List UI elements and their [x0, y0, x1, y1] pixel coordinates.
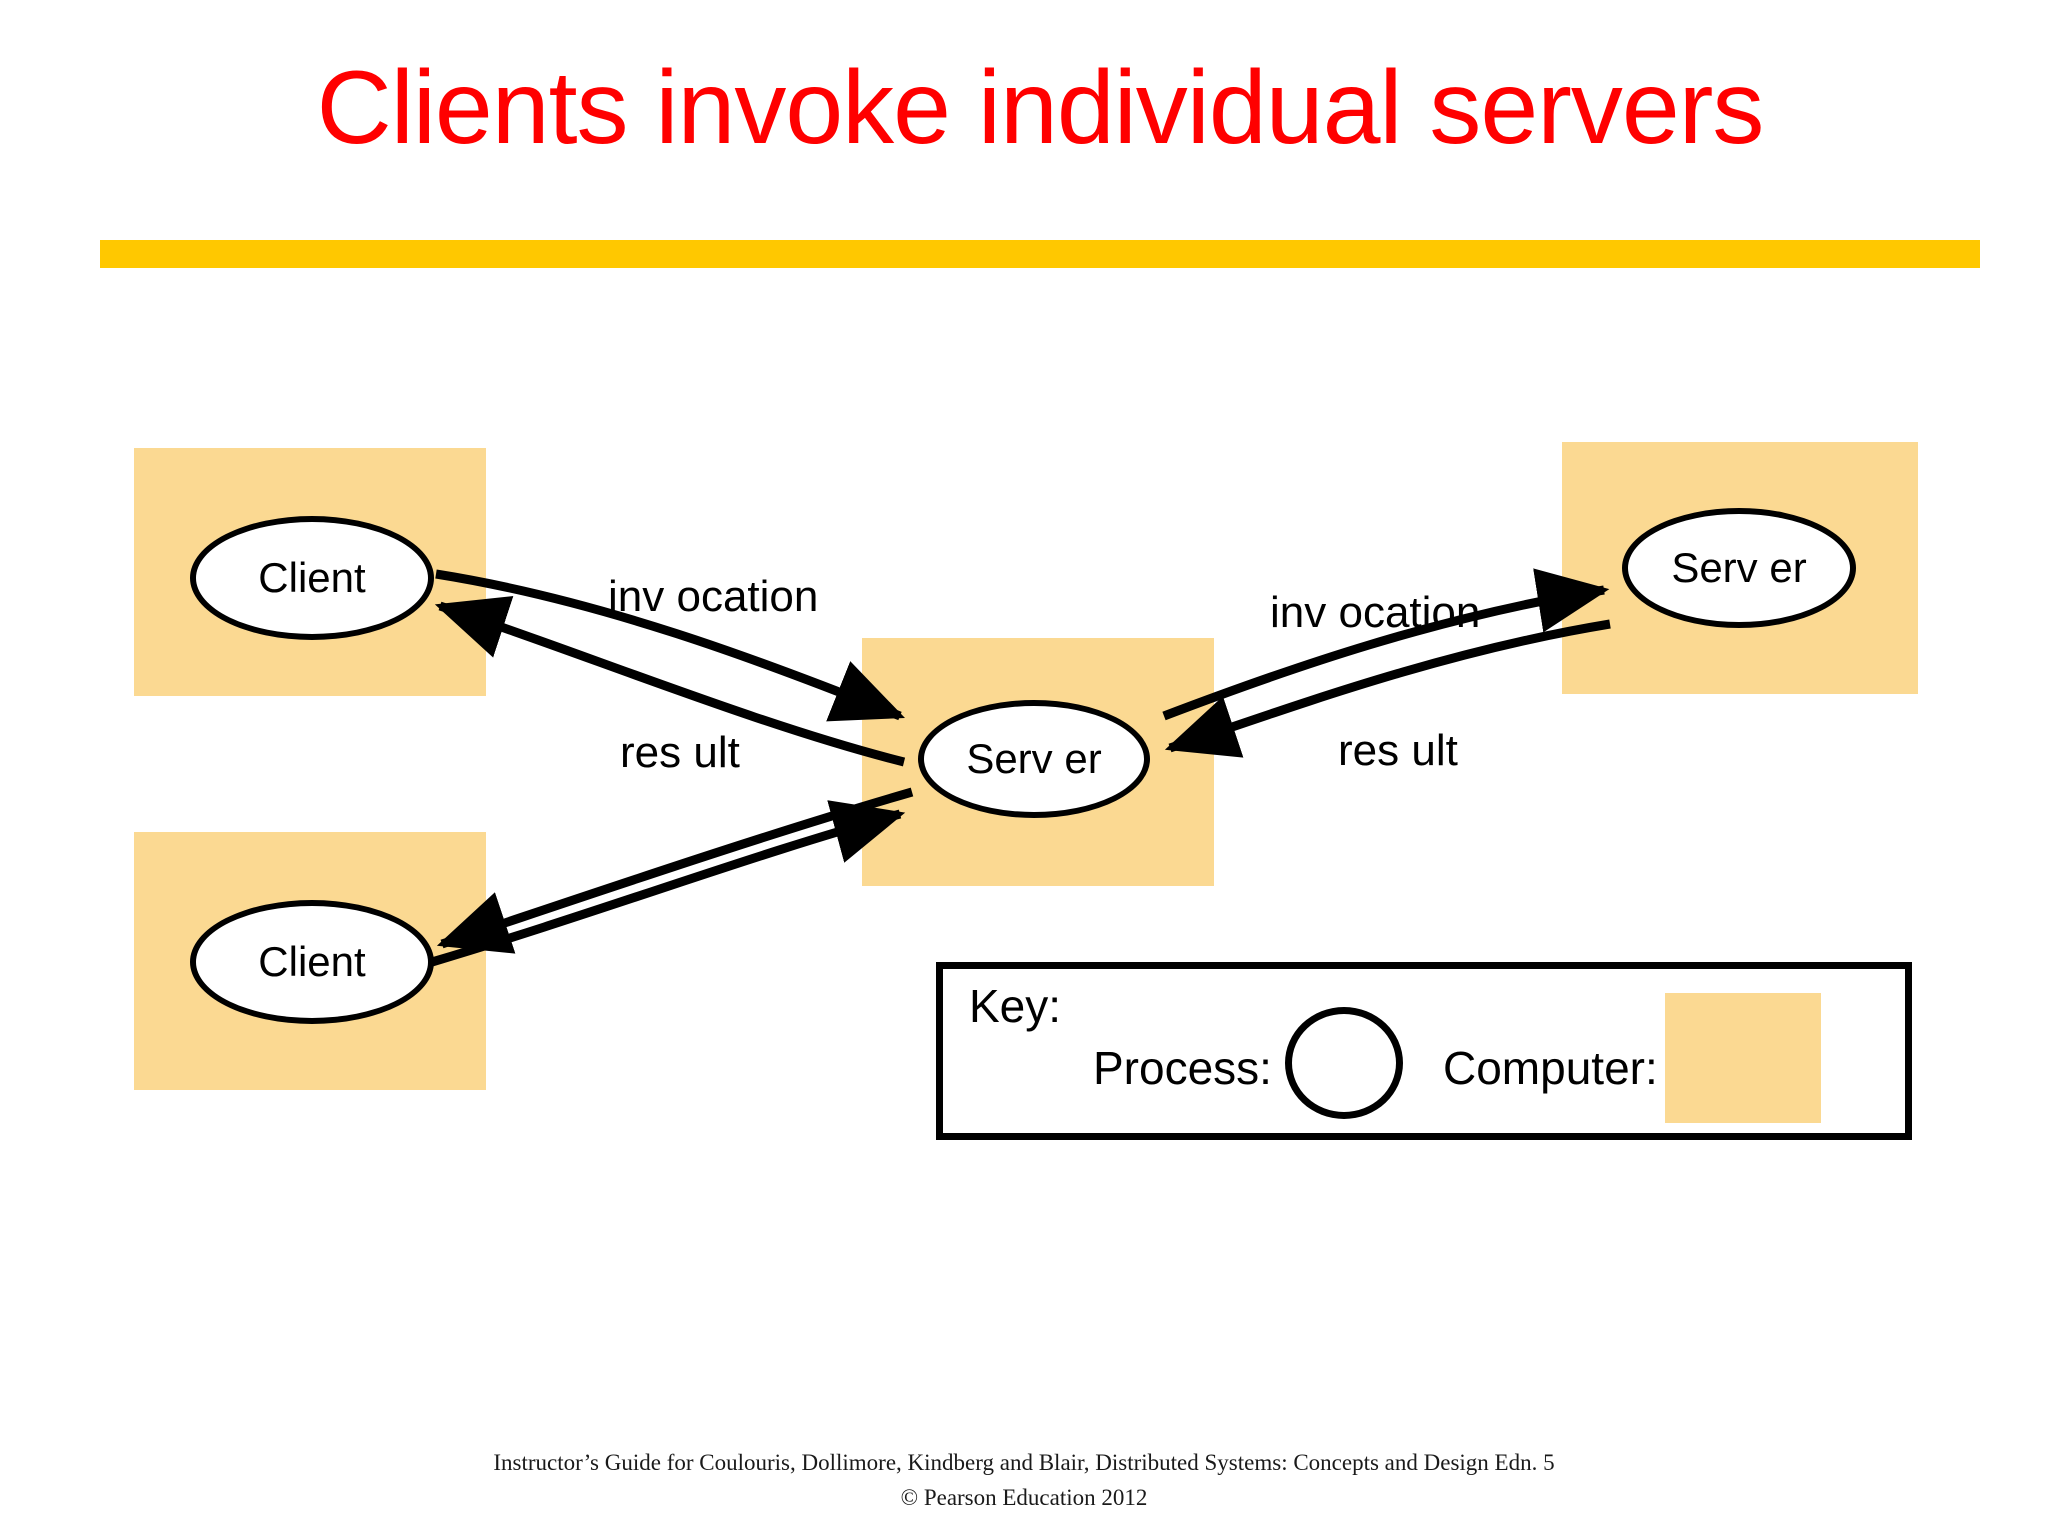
legend-process-label: Process:	[1093, 1042, 1272, 1094]
edge-label-invocation-right: inv ocation	[1270, 588, 1481, 637]
edge-label-result-right: res ult	[1338, 726, 1458, 775]
process-label-server-middle: Serv er	[966, 735, 1102, 782]
process-label-client-top: Client	[258, 554, 366, 601]
legend-process-ellipse-icon	[1285, 1007, 1403, 1119]
arrow-result-server-to-client-bottom	[436, 787, 914, 954]
process-client-top[interactable]: Client	[190, 516, 434, 640]
page-title: Clients invoke individual servers	[316, 50, 1765, 166]
edge-label-result-left: res ult	[620, 728, 740, 777]
edge-label-invocation-left: inv ocation	[608, 572, 819, 621]
title-divider-rule	[100, 240, 1980, 268]
legend-computer-swatch-icon	[1665, 993, 1821, 1123]
arrow-invocation-client-bottom-to-server	[430, 800, 906, 967]
process-server-middle[interactable]: Serv er	[918, 700, 1150, 818]
process-client-bottom[interactable]: Client	[190, 900, 434, 1024]
legend-computer-label: Computer:	[1443, 1042, 1658, 1094]
legend-key-box: Key: Process: Computer:	[936, 962, 1912, 1140]
process-label-server-right: Serv er	[1671, 544, 1807, 591]
process-server-right[interactable]: Serv er	[1622, 508, 1856, 628]
legend-title: Key:	[969, 980, 1062, 1032]
footer-copyright-line: © Pearson Education 2012	[900, 1484, 1148, 1510]
process-label-client-bottom: Client	[258, 938, 366, 985]
footer-attribution-line: Instructor’s Guide for Coulouris, Dollim…	[493, 1450, 1555, 1475]
footer: Instructor’s Guide for Coulouris, Dollim…	[0, 1446, 2048, 1515]
